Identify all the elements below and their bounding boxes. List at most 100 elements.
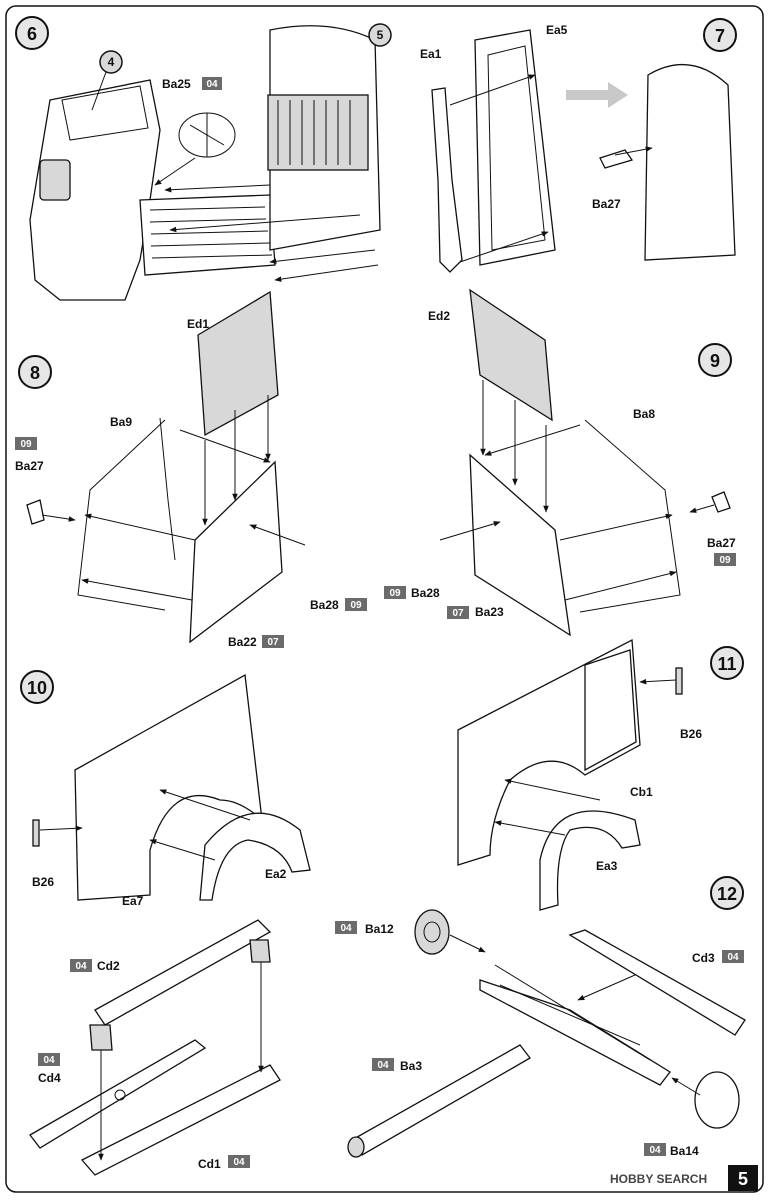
label-ea1: Ea1 — [420, 47, 442, 61]
code-ba25: 04 — [206, 79, 218, 90]
step-12: 12 04 Cd2 04 Cd4 Cd1 04 04 — [29, 876, 746, 1176]
spring-right-part — [249, 939, 271, 963]
code-cd4: 04 — [43, 1055, 55, 1066]
code-cd4-badge — [38, 1053, 60, 1066]
code-ba25-badge — [202, 77, 222, 90]
code-cd2: 04 — [75, 961, 87, 972]
step-9-badge — [698, 343, 732, 377]
door-frame-ea5-part — [474, 29, 556, 266]
code-cd3-badge — [722, 950, 744, 963]
ref-5-number: 5 — [377, 28, 384, 42]
step-11-number: 11 — [717, 654, 736, 674]
step-10-badge — [20, 670, 54, 704]
label-cd2: Cd2 — [97, 959, 120, 973]
step-8-badge — [18, 355, 52, 389]
label-b26-s11: B26 — [680, 727, 702, 741]
label-ea2: Ea2 — [265, 867, 287, 881]
handle-ba27-part — [599, 149, 634, 169]
code-ba14: 04 — [649, 1145, 661, 1156]
label-ba27-s9: Ba27 — [707, 536, 736, 550]
label-b26-s10: B26 — [32, 875, 54, 889]
hubcap-ba14-part — [694, 1071, 740, 1129]
step-6-number: 6 — [27, 24, 37, 44]
label-cd4: Cd4 — [38, 1071, 61, 1085]
page-border — [5, 5, 764, 1193]
fender-ea2-part — [199, 812, 311, 901]
label-cd1: Cd1 — [198, 1157, 221, 1171]
handle-b26-s11-part — [675, 667, 683, 695]
door-ba23-part — [469, 453, 571, 637]
ref-4-number: 4 — [108, 55, 115, 69]
label-ba14: Ba14 — [670, 1144, 699, 1158]
step-9: 9 Ed2 Ba8 Ba27 09 09 Ba28 07 Ba23 — [384, 288, 736, 637]
step-12-number: 12 — [717, 884, 737, 904]
code-ba12: 04 — [340, 923, 352, 934]
code-ba23: 07 — [452, 608, 464, 619]
label-ba25: Ba25 — [162, 77, 191, 91]
label-cb1: Cb1 — [630, 785, 653, 799]
label-ed1: Ed1 — [187, 317, 209, 331]
code-ba27-s9-badge — [714, 553, 736, 566]
label-ea3: Ea3 — [596, 859, 618, 873]
door-opening-part — [584, 649, 637, 772]
watermark: HOBBY SEARCH — [610, 1172, 707, 1186]
label-ba8: Ba8 — [633, 407, 655, 421]
page-number-badge — [728, 1165, 758, 1191]
code-ba3-badge — [372, 1058, 394, 1071]
step-7: 7 Ea1 Ea5 Ba27 — [420, 18, 737, 273]
label-ba3: Ba3 — [400, 1059, 422, 1073]
code-ba14-badge — [644, 1143, 666, 1156]
label-cd3: Cd3 — [692, 951, 715, 965]
handle-ba27-s9-part — [711, 491, 731, 513]
code-ba12-badge — [335, 921, 357, 934]
code-ba3: 04 — [377, 1060, 389, 1071]
axle-cd2-part — [94, 919, 272, 1026]
label-ed2: Ed2 — [428, 309, 450, 323]
cab-tank-part — [39, 159, 71, 201]
code-cd3: 04 — [727, 952, 739, 963]
door-ba22-part — [189, 460, 283, 644]
step-12-badge — [710, 876, 744, 910]
base-cd1-part — [80, 1064, 281, 1176]
label-ba28-s8: Ba28 — [310, 598, 339, 612]
label-ba22: Ba22 — [228, 635, 257, 649]
seat-part — [139, 194, 276, 276]
label-ba27-s7: Ba27 — [592, 197, 621, 211]
code-cd2-badge — [70, 959, 92, 972]
code-cd1-badge — [228, 1155, 250, 1168]
label-ba9: Ba9 — [110, 415, 132, 429]
code-ba28-s8-badge — [345, 598, 367, 611]
code-ba27-s8-badge — [15, 437, 37, 450]
code-ba27-s9: 09 — [719, 555, 731, 566]
side-panel-ea7-part — [74, 673, 263, 901]
code-ba22: 07 — [267, 637, 279, 648]
ref-4-badge — [99, 50, 123, 74]
step-11: 11 B26 Cb1 Ea3 — [457, 638, 744, 911]
ref-5-badge — [368, 23, 392, 47]
plate-cd3-part — [568, 929, 746, 1036]
label-ba12: Ba12 — [365, 922, 394, 936]
step-7-badge — [703, 18, 737, 52]
step-10: 10 B26 Ea7 Ea2 — [20, 670, 311, 908]
label-ea5: Ea5 — [546, 23, 568, 37]
step-11-badge — [710, 646, 744, 680]
label-ba23: Ba23 — [475, 605, 504, 619]
code-ba28-s8: 09 — [350, 600, 362, 611]
back-cushion-part — [267, 94, 369, 171]
page-number: 5 — [738, 1169, 748, 1189]
step-6: 6 4 5 Ba25 04 — [15, 16, 392, 301]
step-8-number: 8 — [30, 363, 40, 383]
step-6-badge — [15, 16, 49, 50]
bracket-cd4-part — [29, 1039, 207, 1149]
handle-b26-s10-part — [32, 819, 40, 847]
step-7-number: 7 — [715, 26, 725, 46]
step-10-number: 10 — [27, 678, 47, 698]
door-panel-part — [644, 63, 736, 261]
fender-ea3-part — [539, 810, 641, 911]
code-ba27-s8: 09 — [20, 439, 32, 450]
code-ba28-s9-badge — [384, 586, 406, 599]
code-ba23-badge — [447, 606, 469, 619]
cab-front-part — [29, 79, 161, 301]
glass-ed2-part — [469, 288, 553, 422]
